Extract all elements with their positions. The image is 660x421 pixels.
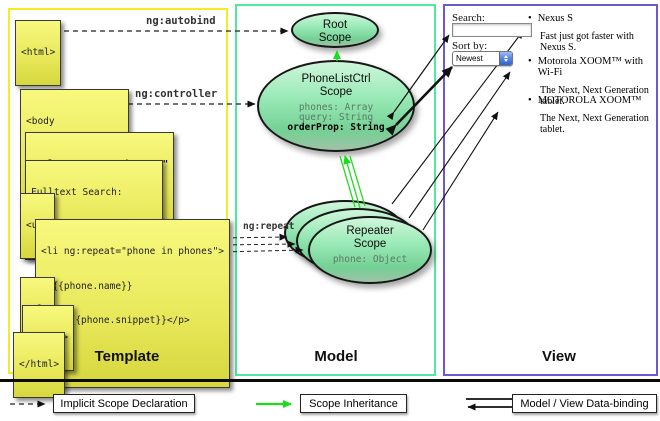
bullet-icon: • bbox=[528, 56, 532, 67]
legend-scope-inheritance-box: Scope Inheritance bbox=[300, 394, 407, 413]
code-line: <li ng:repeat="phone in phones"> bbox=[41, 246, 225, 257]
list-item: • MOTOROLA XOOM™ The Next, Next Generatio… bbox=[528, 95, 654, 135]
list-item: • Motorola XOOM™ with Wi-Fi The Next, Nex… bbox=[528, 56, 654, 107]
list-item: • Nexus S Fast just got faster with Nexus… bbox=[528, 13, 654, 53]
code-line: <body bbox=[26, 116, 55, 127]
scope-prop-query: query: String bbox=[298, 112, 374, 123]
select-stepper-icon bbox=[499, 52, 512, 65]
scope-prop-phone: phone: Object bbox=[332, 254, 408, 265]
bullet-icon: • bbox=[528, 13, 532, 24]
phonelistctrl-scope-title-line2: Scope bbox=[319, 86, 353, 98]
item-snippet: Fast just got faster with Nexus S. bbox=[540, 31, 634, 53]
code-line: {{phone.name}} bbox=[41, 280, 133, 292]
code-box-html-open: <html> bbox=[15, 20, 62, 86]
sort-by-label: Sort by: bbox=[452, 40, 488, 52]
phonelistctrl-scope-ellipse: PhoneListCtrl Scope phones: Array query:… bbox=[257, 60, 415, 152]
code-line: </html> bbox=[19, 359, 60, 370]
root-scope-title-line1: Root bbox=[322, 19, 348, 31]
legend-separator-line bbox=[0, 379, 660, 382]
legend-data-binding-box: Model / View Data-binding bbox=[512, 394, 657, 413]
item-snippet: The Next, Next Generation tablet. bbox=[540, 113, 649, 135]
ng-autobind-label: ng:autobind bbox=[146, 15, 216, 27]
root-scope-title-line2: Scope bbox=[318, 32, 352, 44]
sort-select[interactable]: Newest bbox=[452, 51, 513, 66]
template-column-label: Template bbox=[94, 348, 160, 365]
search-input[interactable] bbox=[452, 23, 532, 37]
item-snippet: The Next, Next Generation tablet. bbox=[540, 85, 649, 107]
scope-prop-phones: phones: Array bbox=[298, 102, 374, 113]
repeater-scope-ellipse-front: Repeater Scope phone: Object bbox=[308, 216, 432, 284]
code-line: <html> bbox=[21, 47, 56, 58]
legend-implicit-scope-box: Implicit Scope Declaration bbox=[53, 394, 195, 413]
view-column-label: View bbox=[542, 348, 576, 365]
model-column-label: Model bbox=[314, 348, 358, 365]
item-title: Motorola XOOM™ with Wi-Fi bbox=[537, 56, 644, 78]
bullet-icon: • bbox=[528, 95, 532, 106]
scope-prop-orderprop: orderProp: String bbox=[287, 122, 385, 133]
item-title: MOTOROLA XOOM™ bbox=[537, 95, 642, 106]
code-line: <p>{{phone.snippet}}</p> bbox=[41, 315, 190, 326]
phonelistctrl-scope-title-line1: PhoneListCtrl bbox=[301, 73, 371, 85]
code-box-html-close: </html> bbox=[13, 332, 66, 398]
root-scope-ellipse: Root Scope bbox=[291, 12, 379, 48]
search-label: Search: bbox=[452, 12, 485, 24]
sort-select-value: Newest bbox=[456, 54, 483, 63]
item-title: Nexus S bbox=[537, 13, 573, 24]
repeater-scope-title-line1: Repeater bbox=[346, 225, 394, 237]
code-line: Fulltext Search: bbox=[31, 187, 123, 198]
ng-controller-label: ng:controller bbox=[135, 88, 218, 100]
repeater-scope-title-line2: Scope bbox=[353, 238, 387, 250]
ng-repeat-label: ng:repeat bbox=[243, 221, 295, 232]
